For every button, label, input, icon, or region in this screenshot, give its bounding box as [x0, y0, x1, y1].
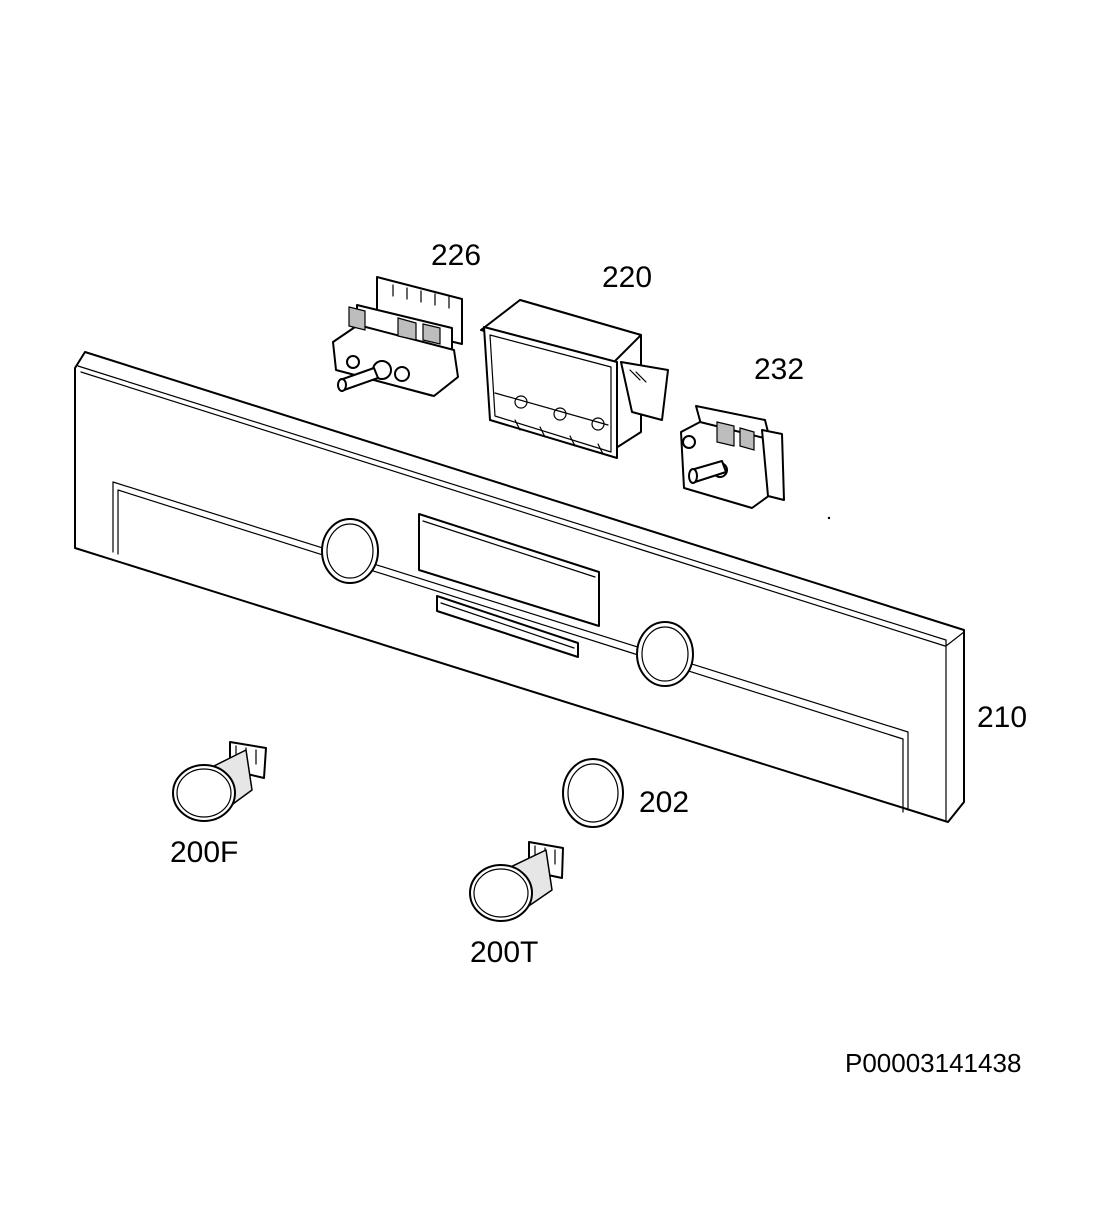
ring-202 — [562, 758, 624, 828]
stray-mark — [827, 516, 831, 520]
label-232: 232 — [754, 353, 805, 386]
label-202: 202 — [639, 786, 690, 819]
knob-200F — [172, 741, 267, 822]
label-220: 220 — [602, 261, 653, 294]
switch-232 — [680, 405, 785, 509]
knob-200T — [469, 841, 564, 922]
label-200T: 200T — [470, 936, 539, 969]
label-210: 210 — [977, 701, 1028, 734]
control-panel-210 — [74, 351, 965, 823]
reference-code: P00003141438 — [845, 1048, 1022, 1078]
switch-226 — [332, 276, 463, 397]
display-module-220 — [480, 299, 669, 459]
label-200F: 200F — [170, 836, 239, 869]
label-226: 226 — [431, 239, 482, 272]
